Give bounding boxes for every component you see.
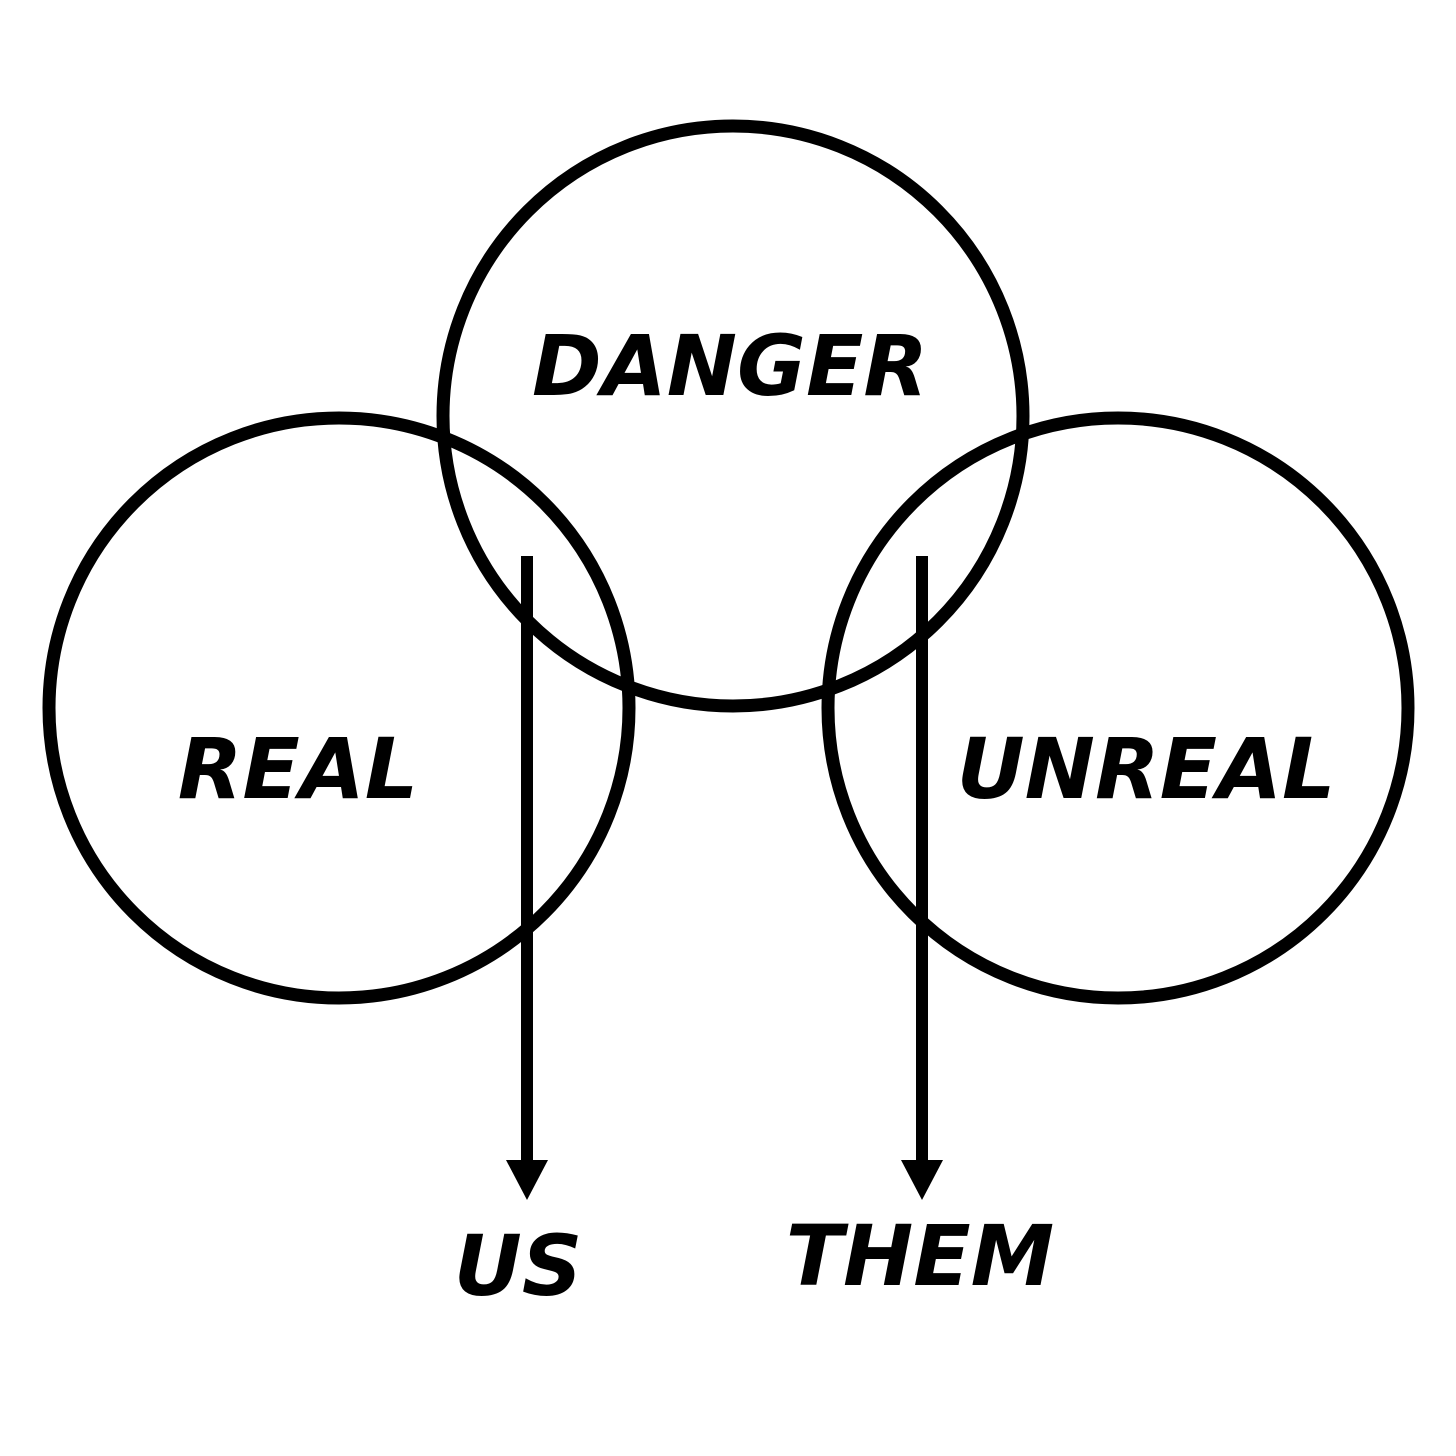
unreal-circle — [821, 411, 1415, 1005]
us-label: US — [454, 1217, 583, 1315]
unreal-label: UNREAL — [956, 720, 1335, 818]
them-label: THEM — [786, 1207, 1055, 1305]
danger-label: DANGER — [532, 317, 928, 415]
arrow-to-us-head — [506, 1160, 548, 1200]
arrow-to-us — [506, 556, 548, 1200]
danger-circle — [436, 119, 1030, 713]
real-circle — [42, 411, 636, 1005]
arrow-to-them — [901, 556, 943, 1200]
arrow-to-them-head — [901, 1160, 943, 1200]
real-label: REAL — [178, 720, 419, 818]
